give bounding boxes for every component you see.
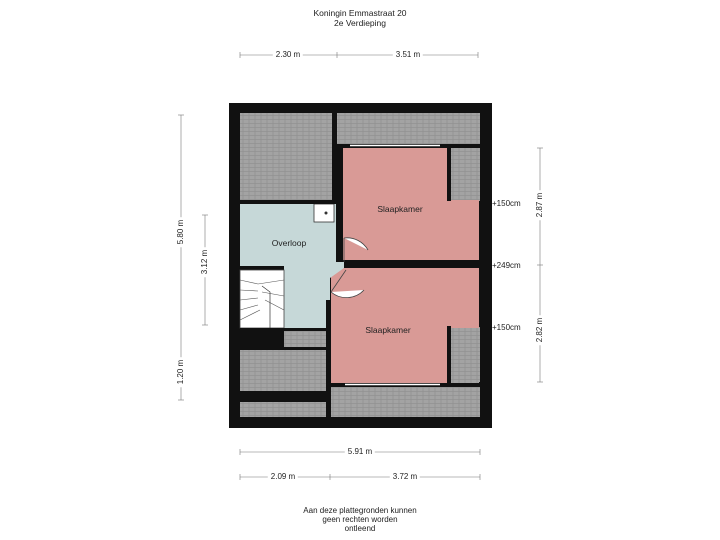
- roof-slope-bottom-left-strip: [240, 402, 326, 417]
- roof-slope-landing: [284, 329, 326, 347]
- dim-bottom-right: 3.72 m: [389, 472, 421, 482]
- dim-bottom-left: 2.09 m: [267, 472, 299, 482]
- wall-bottom-inner: [240, 347, 326, 350]
- washbasin-drain: [324, 211, 328, 215]
- bedroom-top-floor-cut: [449, 148, 479, 200]
- roof-slope-top-left: [240, 113, 332, 203]
- wall-bottom-vertical: [326, 300, 331, 417]
- dim-left-inner: 3.12 m: [200, 246, 210, 278]
- washbasin: [313, 203, 335, 223]
- bedroom-bottom-floor-cut: [451, 328, 479, 383]
- disclaimer-line-1: Aan deze plattegronden kunnen: [303, 506, 417, 515]
- wall-left-bottom: [240, 391, 326, 402]
- dim-top-left: 2.30 m: [272, 50, 304, 60]
- dim-left-bottom: 1.20 m: [176, 356, 186, 388]
- door-top-bedroom: [343, 237, 369, 262]
- address-title: Koningin Emmastraat 20: [313, 8, 407, 18]
- room-label-landing: Overloop: [271, 238, 307, 248]
- dim-top-right: 3.51 m: [392, 50, 424, 60]
- roof-slope-bottom-right: [330, 386, 480, 417]
- wall-landing-bottom: [240, 328, 330, 331]
- wall-stair-top: [240, 266, 284, 269]
- wall-horizontal-middle: [344, 261, 480, 268]
- dim-bottom-total: 5.91 m: [344, 447, 376, 457]
- height-marker-2: +249cm: [492, 261, 521, 270]
- wall-vertical-upper: [336, 144, 343, 262]
- stair-treads: [239, 279, 285, 330]
- floor-title: 2e Verdieping: [334, 18, 386, 28]
- wall-right-lower: [447, 326, 451, 383]
- dim-right-top: 2.87 m: [535, 189, 545, 221]
- room-label-bedroom-top: Slaapkamer: [377, 204, 423, 214]
- height-marker-1: +150cm: [492, 199, 521, 208]
- dim-right-bottom: 2.82 m: [535, 314, 545, 346]
- dim-left-total: 5.80 m: [176, 216, 186, 248]
- roof-slope-bottom-left: [240, 349, 326, 392]
- disclaimer-line-3: ontleend: [344, 524, 376, 533]
- disclaimer-line-2: geen rechten worden: [322, 515, 398, 524]
- height-marker-3: +150cm: [492, 323, 521, 332]
- door-bottom-bedroom: [330, 269, 365, 299]
- roof-slope-top-right: [337, 113, 480, 144]
- windows: [345, 144, 440, 386]
- landing-floor: [240, 204, 344, 328]
- wall-left-upper: [240, 200, 336, 204]
- room-label-bedroom-bottom: Slaapkamer: [365, 325, 411, 335]
- wall-right-upper: [447, 144, 451, 201]
